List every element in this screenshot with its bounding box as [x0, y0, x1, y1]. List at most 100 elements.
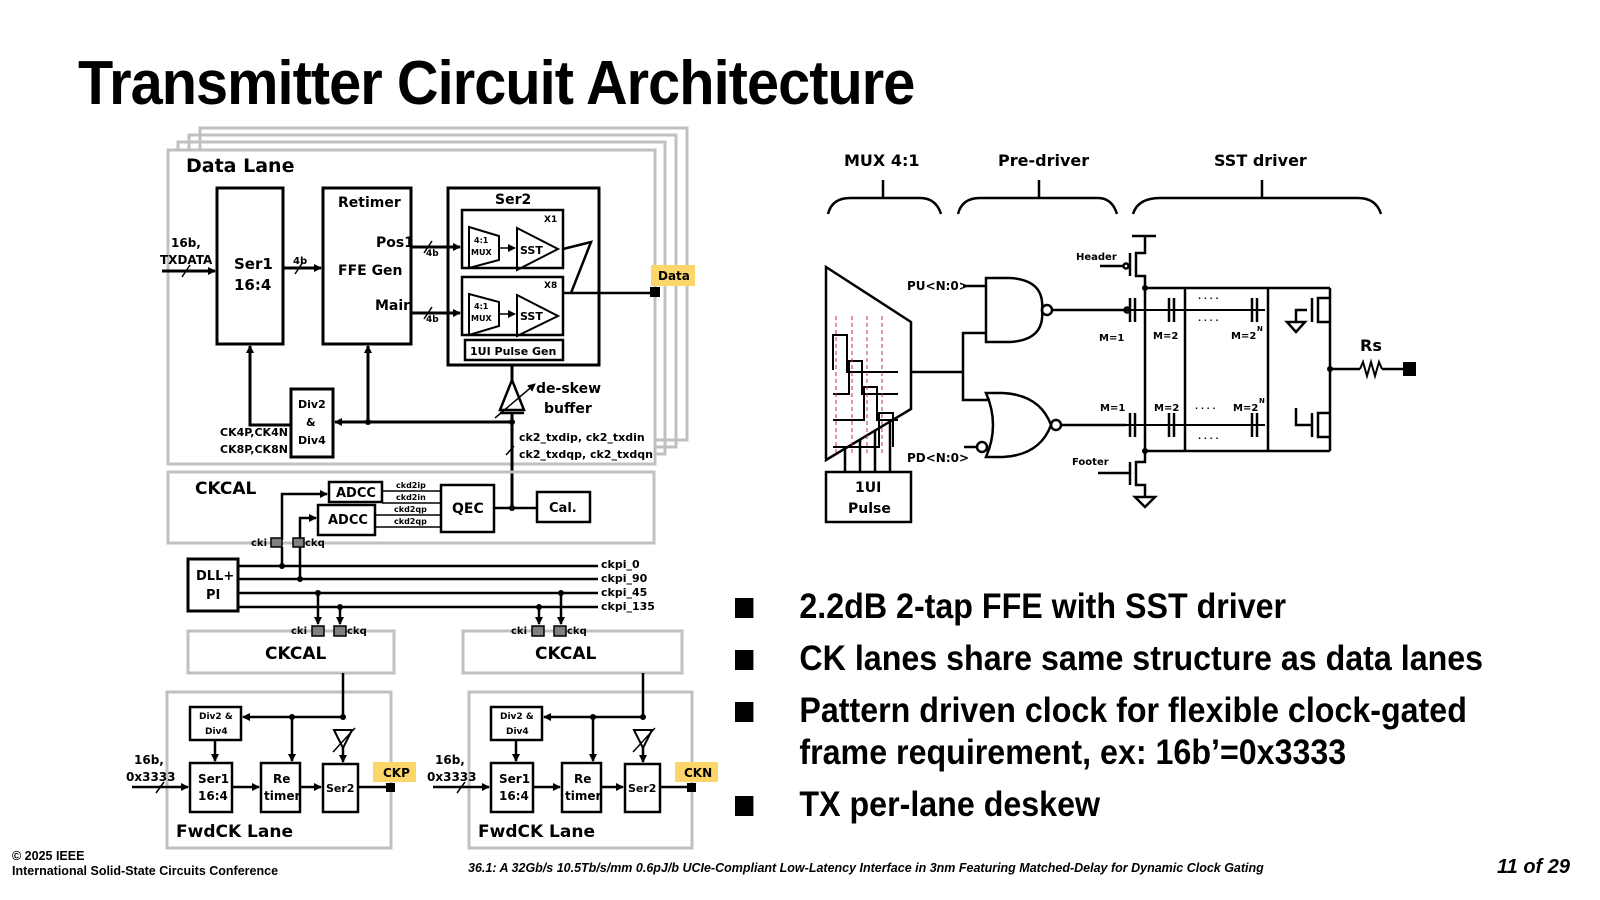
data-tag [651, 265, 695, 286]
retimer-label: timer [565, 789, 601, 803]
ser2-label: Ser2 [326, 782, 354, 795]
input-label-txdata: TXDATA [160, 253, 213, 267]
ser1-label: Ser1 [499, 772, 530, 786]
bullet-item: Pattern driven clock for flexible clock-… [735, 690, 1535, 732]
copyright-text: © 2025 IEEE [12, 849, 85, 863]
ser2-x8-label: X8 [544, 281, 557, 291]
retimer-label: Re [574, 772, 591, 786]
m1-label: M=1 [1100, 403, 1125, 414]
ser2-label: Ser2 [628, 782, 656, 795]
adcc-block-2 [316, 503, 377, 537]
ser2-x1-label: X1 [544, 215, 557, 225]
section-label-mux: MUX 4:1 [844, 151, 919, 170]
m2n-superscript: N [1259, 397, 1265, 405]
ser1-label: Ser1 [234, 255, 273, 273]
conference-name: International Solid-State Circuits Confe… [12, 864, 279, 878]
bullet-square-icon [735, 650, 754, 670]
adcc-label: ADCC [336, 486, 376, 501]
qec-label: QEC [452, 501, 484, 517]
footer-label: Footer [1072, 457, 1109, 468]
ckq-pad [292, 537, 305, 548]
ckcal-title: CKCAL [265, 644, 327, 664]
mux-label: MUX [471, 248, 492, 257]
div-label-amp: & [306, 416, 316, 429]
retimer-title: Retimer [338, 195, 401, 211]
dots: · · · · [1198, 316, 1219, 325]
input-label: 16b, [435, 753, 465, 767]
ckp-tag-label: CKP [383, 766, 410, 780]
pulse-block [824, 470, 913, 524]
phase-label: ckpi_90 [601, 572, 648, 585]
ser2-block [446, 186, 601, 367]
fwdck-lane-title: FwdCK Lane [176, 822, 293, 842]
qec-block [439, 483, 496, 534]
deskew-label: de-skew [536, 381, 601, 397]
phase-label: ckpi_135 [601, 600, 655, 613]
phase-label: ckpi_0 [601, 558, 640, 571]
ckn-tag [675, 762, 718, 782]
div-block [289, 387, 335, 459]
data-output-pad [650, 287, 660, 297]
bullet-square-icon [735, 796, 754, 816]
deskew-buffer-shape [498, 376, 526, 412]
bullet-square-icon [735, 598, 754, 618]
bullet-square-icon [735, 702, 754, 722]
ser2-x8-block [460, 275, 565, 337]
retimer-ffe: FFE Gen [338, 263, 403, 279]
ckq-label: ckq [305, 538, 325, 549]
ckn-output-pad [687, 783, 696, 792]
bus-width-main: 4b [426, 315, 439, 325]
signal-label: ckd2in [396, 493, 426, 502]
ser2-x1-block [460, 208, 565, 270]
input-pattern: 0x3333 [427, 770, 477, 784]
m2-label: M=2 [1153, 331, 1178, 342]
ckp-output-pad [386, 783, 395, 792]
ser2-title: Ser2 [495, 192, 531, 208]
dots: · · · · [1198, 294, 1219, 303]
ckq-label: ckq [567, 626, 587, 637]
bus-width-pos1: 4b [426, 249, 439, 259]
div-label-div4: Div4 [298, 434, 326, 447]
retimer-block [321, 186, 413, 346]
cki-label: cki [251, 538, 267, 549]
bullet-list: 2.2dB 2-tap FFE with SST driver CK lanes… [735, 586, 1600, 836]
signal-label: ckd2ip [396, 481, 426, 490]
paper-title: 36.1: A 32Gb/s 10.5Tb/s/mm 0.6pJ/b UCIe-… [468, 861, 1264, 875]
mux-x1-shape [468, 225, 500, 270]
pulse-label: 1UI [855, 480, 881, 496]
deskew-label-buffer: buffer [544, 401, 592, 417]
signal-label: ckd2qp [394, 517, 427, 526]
mux-x8-shape [468, 292, 500, 337]
data-tag-label: Data [658, 269, 690, 283]
m2n-label: M=2 [1233, 403, 1258, 414]
ser1-ratio: 16:4 [499, 789, 529, 803]
ser1-block [215, 186, 285, 346]
data-lane-title: Data Lane [186, 155, 294, 177]
ckcal-top-frame [166, 470, 656, 545]
ckn-tag-label: CKN [684, 766, 712, 780]
driver-output-pad [1403, 362, 1416, 376]
input-label: 16b, [134, 753, 164, 767]
retimer-label: timer [264, 789, 300, 803]
bullet-item: TX per-lane deskew [735, 784, 1535, 826]
phase-label: ckpi_45 [601, 586, 647, 599]
cki-pad [531, 625, 545, 637]
bullet-item-continued: frame requirement, ex: 16b’=0x3333 [799, 733, 1347, 772]
m2n-label: M=2 [1231, 331, 1256, 342]
mux-shape [824, 264, 913, 463]
ckcal-top-title: CKCAL [195, 479, 257, 499]
cki-label: cki [291, 626, 307, 637]
pulse-gen-block [463, 338, 565, 362]
cki-pad [270, 537, 283, 548]
ck2-labels: ck2_txdqp, ck2_txdqn [519, 448, 653, 461]
pi-label: PI [206, 588, 220, 603]
cal-label: Cal. [549, 501, 577, 516]
mux-label: MUX [471, 314, 492, 323]
adcc-block-1 [327, 480, 384, 504]
driver-schematic: MUX 4:1 Pre-driver SST driver [824, 151, 1416, 524]
section-label-sst: SST driver [1214, 151, 1307, 170]
m1-label: M=1 [1099, 333, 1124, 344]
bullet-item: 2.2dB 2-tap FFE with SST driver [735, 586, 1535, 628]
ckq-pad [333, 625, 347, 637]
